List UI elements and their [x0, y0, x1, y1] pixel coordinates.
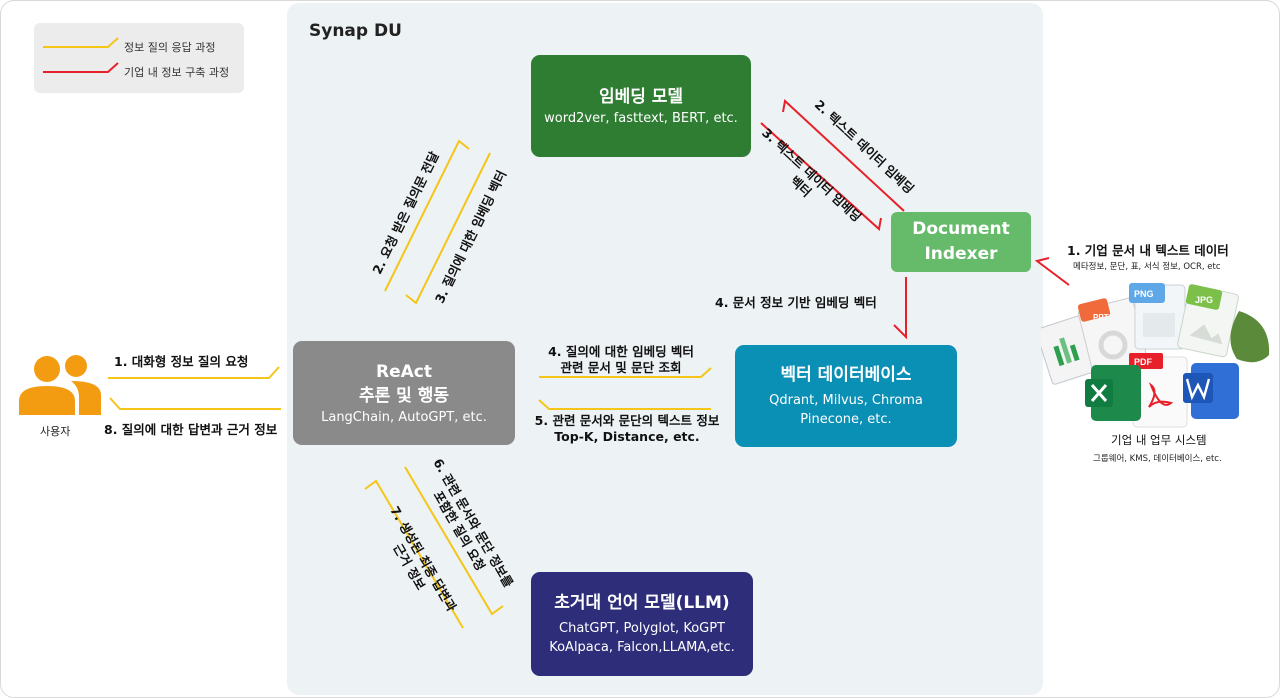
jpg-tag: JPG	[1195, 295, 1213, 305]
user-answer-label: 8. 질의에 대한 답변과 근거 정보	[104, 422, 278, 437]
search-result-arrow	[538, 399, 711, 410]
vector-db-subtitle-2: Pinecone, etc.	[800, 412, 892, 427]
doc-vector-label: 4. 문서 정보 기반 임베딩 벡터	[715, 295, 877, 310]
evernote-leaf-icon	[1230, 311, 1270, 363]
doc-vector-arrow	[893, 277, 907, 340]
legend	[34, 23, 244, 93]
embedding-vector-back-arrow	[760, 122, 882, 231]
enterprise-system-sub: 그룹웨어, KMS, 데이터베이스, etc.	[1093, 454, 1222, 464]
legend-query-arrow	[43, 37, 119, 48]
word-file-icon	[1183, 363, 1239, 419]
query-embedding-back-arrow	[405, 152, 491, 305]
enterprise-input-arrow	[1034, 257, 1070, 286]
document-indexer-title-1: Document	[912, 219, 1010, 239]
document-indexer-title-2: Indexer	[924, 244, 998, 264]
search-result-line-1: 5. 관련 문서와 문단의 텍스트 정보	[534, 413, 720, 428]
llm-node[interactable]: 초거대 언어 모델(LLM) ChatGPT, Polyglot, KoGPT …	[531, 572, 753, 676]
vector-db-subtitle-1: Qdrant, Milvus, Chroma	[769, 393, 923, 408]
jpg-file-icon	[1177, 284, 1239, 358]
query-vector-search-line-1: 4. 질의에 대한 임베딩 벡터	[548, 344, 694, 359]
enterprise-files-illustration: PPT PNG JPG PDF	[1041, 283, 1270, 428]
react-title-2: 추론 및 행동	[358, 385, 450, 406]
enterprise-input-title: 1. 기업 문서 내 텍스트 데이터	[1067, 243, 1229, 258]
embedding-model-subtitle: word2ver, fasttext, BERT, etc.	[544, 110, 738, 126]
query-to-embedding-arrow	[384, 139, 470, 292]
pdf-tag: PDF	[1134, 357, 1153, 367]
legend-query-label: 정보 질의 응답 과정	[124, 41, 216, 54]
query-vector-search-label: 4. 질의에 대한 임베딩 벡터 관련 문서 및 문단 조회	[531, 344, 711, 376]
users-icon	[19, 355, 101, 415]
enterprise-system-title: 기업 내 업무 시스템	[1111, 433, 1207, 447]
react-title-1: ReAct	[376, 361, 432, 382]
embedding-model-title: 임베딩 모델	[598, 86, 684, 107]
legend-build-arrow	[43, 62, 119, 73]
vector-db-node[interactable]: 벡터 데이터베이스 Qdrant, Milvus, Chroma Pinecon…	[735, 345, 957, 447]
llm-subtitle-2: KoAlpaca, Falcon,LLAMA,etc.	[549, 640, 735, 655]
excel-file-icon	[1085, 365, 1141, 421]
embedding-model-node[interactable]: 임베딩 모델 word2ver, fasttext, BERT, etc.	[531, 55, 751, 157]
vector-db-title: 벡터 데이터베이스	[780, 365, 912, 385]
legend-build-label: 기업 내 정보 구축 과정	[124, 66, 230, 79]
enterprise-input-sub: 메타정보, 문단, 표, 서식 정보, OCR, etc	[1073, 262, 1221, 272]
llm-answer-arrow	[364, 479, 464, 629]
user-answer-arrow	[109, 397, 281, 410]
png-file-icon	[1129, 283, 1186, 350]
react-node[interactable]: ReAct 추론 및 행동 LangChain, AutoGPT, etc.	[293, 341, 515, 445]
query-vector-search-arrow	[539, 367, 712, 378]
llm-request-arrow	[404, 466, 504, 616]
llm-subtitle-1: ChatGPT, Polyglot, KoGPT	[559, 621, 725, 636]
react-subtitle: LangChain, AutoGPT, etc.	[321, 409, 487, 425]
user-request-arrow	[108, 366, 280, 379]
ppt-tag: PPT	[1093, 313, 1109, 322]
text-to-embedding-arrow	[782, 99, 905, 212]
user-request-label: 1. 대화형 정보 질의 요청	[114, 354, 249, 369]
pdf-file-icon	[1129, 353, 1188, 428]
panel-title: Synap DU	[309, 21, 402, 41]
document-indexer-node[interactable]: Document Indexer	[891, 212, 1031, 272]
llm-title: 초거대 언어 모델(LLM)	[554, 593, 730, 613]
search-result-label: 5. 관련 문서와 문단의 텍스트 정보 Top-K, Distance, et…	[527, 413, 727, 445]
png-tag: PNG	[1134, 289, 1154, 299]
search-result-line-2: Top-K, Distance, etc.	[554, 429, 700, 444]
user-label: 사용자	[40, 425, 71, 438]
query-vector-search-line-2: 관련 문서 및 문단 조회	[560, 360, 682, 375]
